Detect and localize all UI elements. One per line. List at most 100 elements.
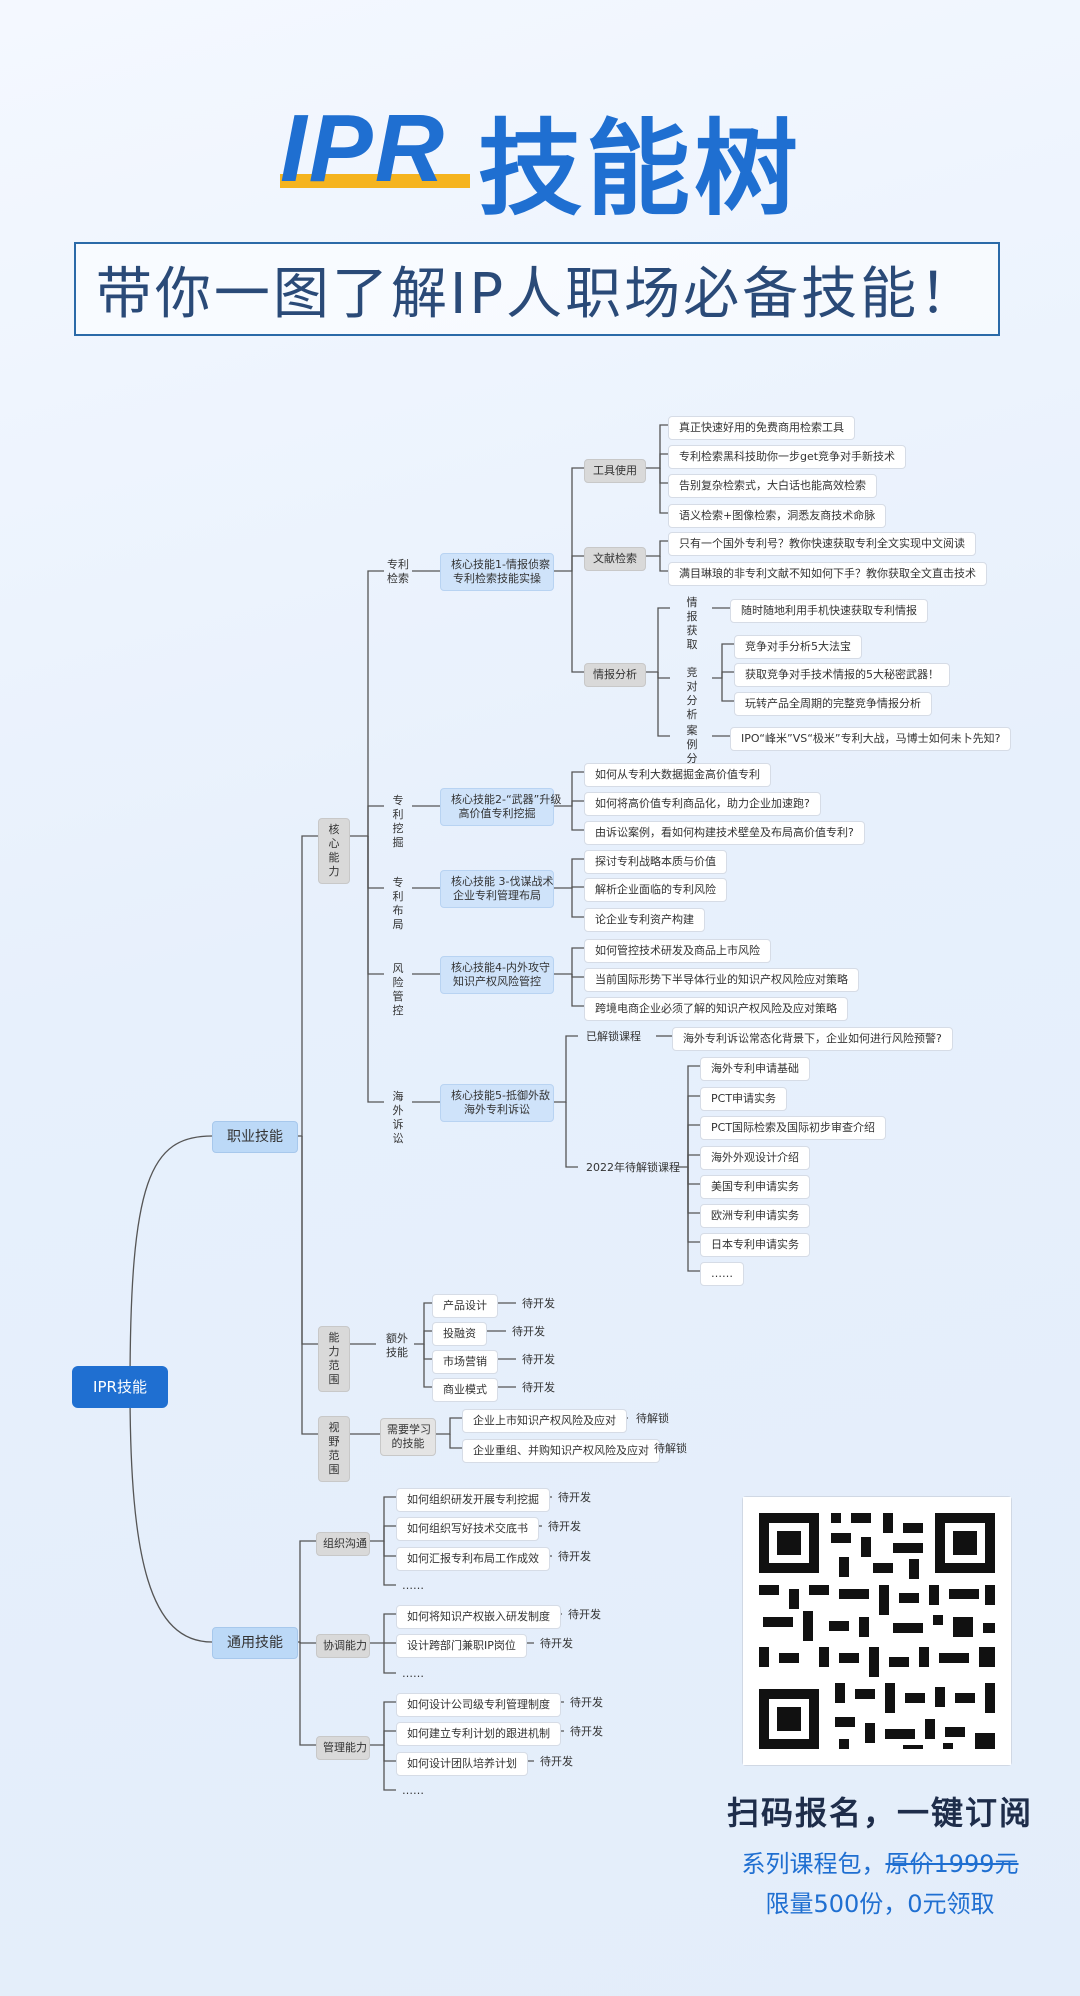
vision-range-node: 视野范围	[318, 1416, 350, 1482]
risk-item-3: 跨境电商企业必须了解的知识产权风险及应对策略	[584, 997, 848, 1021]
coord-item-2: 设计跨部门兼职IP岗位	[396, 1634, 527, 1658]
coord-node: 协调能力	[316, 1634, 370, 1658]
todo-label-4: 待开发	[522, 1381, 555, 1394]
org-item-4: ……	[402, 1579, 424, 1592]
learn-line1: 需要学习	[387, 1423, 431, 1436]
skill1-line2: 专利检索技能实操	[453, 572, 541, 585]
pending-item-5: 美国专利申请实务	[700, 1175, 810, 1199]
skill2-line1: 核心技能2-“武器”升级	[451, 793, 562, 806]
org-item-1: 如何组织研发开展专利挖掘	[396, 1488, 550, 1512]
skill1-line1: 核心技能1-情报侦察	[451, 558, 550, 571]
coord-todo-2: 待开发	[540, 1637, 573, 1650]
org-item-2: 如何组织写好技术交底书	[396, 1517, 539, 1541]
qr-card[interactable]	[742, 1496, 1012, 1766]
pending-item-8: ……	[700, 1262, 744, 1286]
skill5-line1: 核心技能5-抵御外敌	[451, 1089, 550, 1102]
logo-underline	[280, 174, 470, 188]
mgmt-item-1: 如何设计公司级专利管理制度	[396, 1693, 561, 1717]
tools-item-4: 语义检索+图像检索，洞悉友商技术命脉	[668, 504, 887, 528]
tools-node: 工具使用	[584, 459, 646, 483]
case-item: IPO“峰米”VS“极米”专利大战，马博士如何未卜先知?	[730, 727, 1012, 751]
cta-original-price: 原价1999元	[885, 1850, 1019, 1878]
locked-label-2: 待解锁	[654, 1442, 687, 1455]
logo-latin: IPR	[280, 95, 447, 202]
extra-item-product-design: 产品设计	[432, 1294, 498, 1318]
skill4-line2: 知识产权风险管控	[453, 975, 541, 988]
learn-skills-node: 需要学习 的技能	[380, 1418, 436, 1456]
core-ability-node: 核心能力	[318, 818, 350, 884]
risk-control-node: 风险管控	[392, 962, 404, 1017]
todo-label-3: 待开发	[522, 1353, 555, 1366]
tools-item-3: 告别复杂检索式，大白话也能高效检索	[668, 474, 877, 498]
tools-item-2: 专利检索黑科技助你一步get竞争对手新技术	[668, 445, 907, 469]
unlocked-courses-node: 已解锁课程	[586, 1030, 641, 1043]
mgmt-node: 管理能力	[316, 1736, 370, 1760]
unlocked-item: 海外专利诉讼常态化背景下，企业如何进行风险预警?	[672, 1027, 953, 1051]
cta-free-line: 限量500份，0元领取	[765, 1890, 995, 1918]
coord-todo-1: 待开发	[568, 1608, 601, 1621]
mining-item-3: 由诉讼案例，看如何构建技术壁垒及布局高价值专利?	[584, 821, 865, 845]
org-todo-2: 待开发	[548, 1520, 581, 1533]
compete-item-1: 竞争对手分析5大法宝	[734, 635, 862, 659]
pending-2022-node: 2022年待解锁课程	[586, 1161, 680, 1174]
pending-item-3: PCT国际检索及国际初步审查介绍	[700, 1116, 887, 1140]
org-todo-3: 待开发	[558, 1550, 591, 1563]
mgmt-todo-1: 待开发	[570, 1696, 603, 1709]
header-logo: IPR 技能树	[0, 78, 1080, 230]
cta-scan-text: 扫码报名，一键订阅	[726, 1794, 1033, 1832]
skill2-node: 核心技能2-“武器”升级 高价值专利挖掘	[440, 788, 562, 826]
locked-label-1: 待解锁	[636, 1412, 669, 1425]
general-skills-node: 通用技能	[212, 1627, 298, 1659]
mgmt-item-4: ……	[402, 1784, 424, 1797]
root-node: IPR技能	[72, 1366, 168, 1408]
tools-item-1: 真正快速好用的免费商用检索工具	[668, 416, 855, 440]
org-todo-1: 待开发	[558, 1491, 591, 1504]
risk-item-2: 当前国际形势下半导体行业的知识产权风险应对策略	[584, 968, 859, 992]
pending-item-6: 欧洲专利申请实务	[700, 1204, 810, 1228]
vision-item-2: 企业重组、并购知识产权风险及应对	[462, 1439, 660, 1463]
compete-item-2: 获取竞争对手技术情报的5大秘密武器！	[734, 663, 950, 687]
patent-layout-node: 专利布局	[392, 876, 404, 931]
intel-get-item: 随时随地利用手机快速获取专利情报	[730, 599, 928, 623]
doc-item-1: 只有一个国外专利号？教你快速获取专利全文实现中文阅读	[668, 532, 976, 556]
coord-item-3: ……	[402, 1667, 424, 1680]
extra-item-financing: 投融资	[432, 1322, 487, 1346]
pending-item-7: 日本专利申请实务	[700, 1233, 810, 1257]
mgmt-item-2: 如何建立专利计划的跟进机制	[396, 1722, 561, 1746]
extra-item-business-model: 商业模式	[432, 1378, 498, 1402]
layout-item-1: 探讨专利战略本质与价值	[584, 850, 727, 874]
skill4-node: 核心技能4-内外攻守 知识产权风险管控	[440, 956, 554, 994]
pending-item-1: 海外专利申请基础	[700, 1057, 810, 1081]
extra-item-marketing: 市场营销	[432, 1350, 498, 1374]
cta-price-prefix: 系列课程包，	[741, 1850, 886, 1878]
mining-item-1: 如何从专利大数据掘金高价值专利	[584, 763, 771, 787]
intel-node: 情报分析	[584, 663, 646, 687]
skill4-line1: 核心技能4-内外攻守	[451, 961, 550, 974]
learn-line2: 的技能	[391, 1437, 425, 1450]
slogan-text: 带你一图了解IP人职场必备技能！	[95, 261, 979, 327]
org-item-3: 如何汇报专利布局工作成效	[396, 1547, 550, 1571]
skill5-node: 核心技能5-抵御外敌 海外专利诉讼	[440, 1084, 554, 1122]
mgmt-item-3: 如何设计团队培养计划	[396, 1752, 528, 1776]
extra-skills-node: 额外技能	[386, 1332, 408, 1359]
mgmt-todo-3: 待开发	[540, 1755, 573, 1768]
org-comm-node: 组织沟通	[316, 1532, 370, 1556]
pending-item-4: 海外外观设计介绍	[700, 1146, 810, 1170]
layout-item-2: 解析企业面临的专利风险	[584, 878, 727, 902]
coord-item-1: 如何将知识产权嵌入研发制度	[396, 1605, 561, 1629]
doc-search-node: 文献检索	[584, 547, 646, 571]
skill3-line2: 企业专利管理布局	[453, 889, 541, 902]
layout-item-3: 论企业专利资产构建	[584, 908, 705, 932]
intel-get-node: 情报获取	[686, 596, 698, 651]
mgmt-todo-2: 待开发	[570, 1725, 603, 1738]
skill5-line2: 海外专利诉讼	[464, 1103, 530, 1116]
qr-code-icon[interactable]	[743, 1497, 1011, 1765]
todo-label-1: 待开发	[522, 1297, 555, 1310]
patent-mining-node: 专利挖掘	[392, 794, 404, 849]
pending-item-2: PCT申请实务	[700, 1087, 788, 1111]
career-skills-node: 职业技能	[212, 1121, 298, 1153]
mining-item-2: 如何将高价值专利商品化，助力企业加速跑?	[584, 792, 821, 816]
compete-item-3: 玩转产品全周期的完整竞争情报分析	[734, 692, 932, 716]
slogan-banner: 带你一图了解IP人职场必备技能！	[74, 242, 1000, 336]
